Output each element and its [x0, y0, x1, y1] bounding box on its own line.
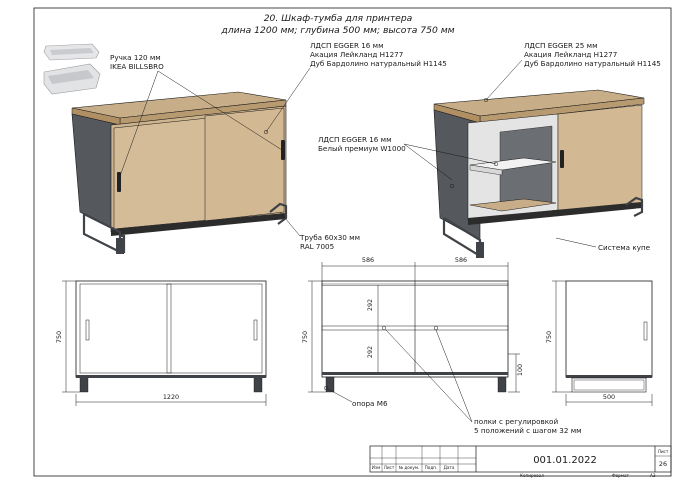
tb-sheet-number: 26: [659, 460, 667, 468]
annotation-tube-line2: RAL 7005: [300, 242, 334, 251]
tb-sheet-label: Лист: [658, 449, 669, 454]
title-line-2: длина 1200 мм; глубина 500 мм; высота 75…: [220, 25, 454, 36]
dim-half-left: 586: [362, 256, 374, 264]
annotation-handle-line1: Ручка 120 мм: [110, 53, 161, 62]
handle-product-image-1: [43, 43, 100, 61]
tb-code: 001.01.2022: [533, 455, 597, 466]
annotation-left-panel-line1: ЛДСП EGGER 16 мм: [310, 41, 384, 50]
dim-shelf-upper: 292: [366, 299, 374, 311]
dim-side-height: 750: [545, 331, 553, 343]
annotation-handle-line2: IKEA BILLSBRO: [110, 62, 164, 71]
handle-right: [281, 140, 285, 160]
dim-inner-height: 750: [301, 331, 309, 343]
cabinet-3d-open: [433, 89, 645, 258]
annotation-right-top-line3: Дуб Бардолино натуральный H1145: [524, 59, 661, 68]
annotation-tube-line1: Труба 60х30 мм: [299, 233, 360, 242]
annotation-left-panel-line3: Дуб Бардолино натуральный H1145: [310, 59, 447, 68]
annotation-left-panel-line2: Акация Лейкланд H1277: [310, 50, 403, 59]
inner-shelf: [321, 325, 509, 331]
dim-leg-height: 100: [516, 364, 524, 376]
sliding-door-right: [204, 107, 285, 222]
cabinet-3d-closed: [71, 91, 288, 254]
tb-col-izm: Изм: [372, 465, 381, 470]
annotation-sliding-system: Система купе: [598, 243, 651, 252]
title-block: [369, 445, 672, 473]
tb-col-list: Лист: [384, 465, 395, 470]
title-line-1: 20. Шкаф-тумба для принтера: [264, 13, 413, 24]
annotation-shelves-line2: 5 положений с шагом 32 мм: [474, 426, 582, 435]
dim-front-height: 750: [55, 331, 63, 343]
tb-copied: Копировал: [520, 473, 544, 478]
tb-col-date: Дата: [444, 465, 455, 470]
inner-view: [321, 280, 509, 393]
handle-left: [117, 172, 121, 192]
tb-col-sign: Подп.: [425, 465, 438, 470]
annotation-shelf-line2: Белый премиум W1000: [318, 144, 406, 153]
annotation-shelf-line1: ЛДСП EGGER 16 мм: [318, 135, 392, 144]
side-view: [565, 280, 653, 393]
tb-format: Формат: [612, 473, 630, 478]
annotation-shelves-line1: полки с регулировкой: [474, 417, 558, 426]
annotation-right-top-line2: Акация Лейкланд H1277: [524, 50, 617, 59]
front-view: [75, 280, 267, 393]
sheet-frame: [33, 7, 672, 477]
handle-product-image-2: [43, 63, 101, 95]
dim-front-width: 1220: [163, 393, 179, 401]
dim-side-depth: 500: [603, 393, 615, 401]
tb-col-doc: № докум.: [399, 465, 420, 470]
sliding-door-left: [113, 117, 209, 230]
tb-format-value: A3: [650, 473, 656, 478]
sliding-door-open-cabinet: [557, 104, 643, 215]
annotation-support: опора М6: [352, 399, 388, 408]
dim-shelf-lower: 292: [366, 346, 374, 358]
annotation-right-top-line1: ЛДСП EGGER 25 мм: [524, 41, 598, 50]
dim-half-right: 586: [455, 256, 467, 264]
